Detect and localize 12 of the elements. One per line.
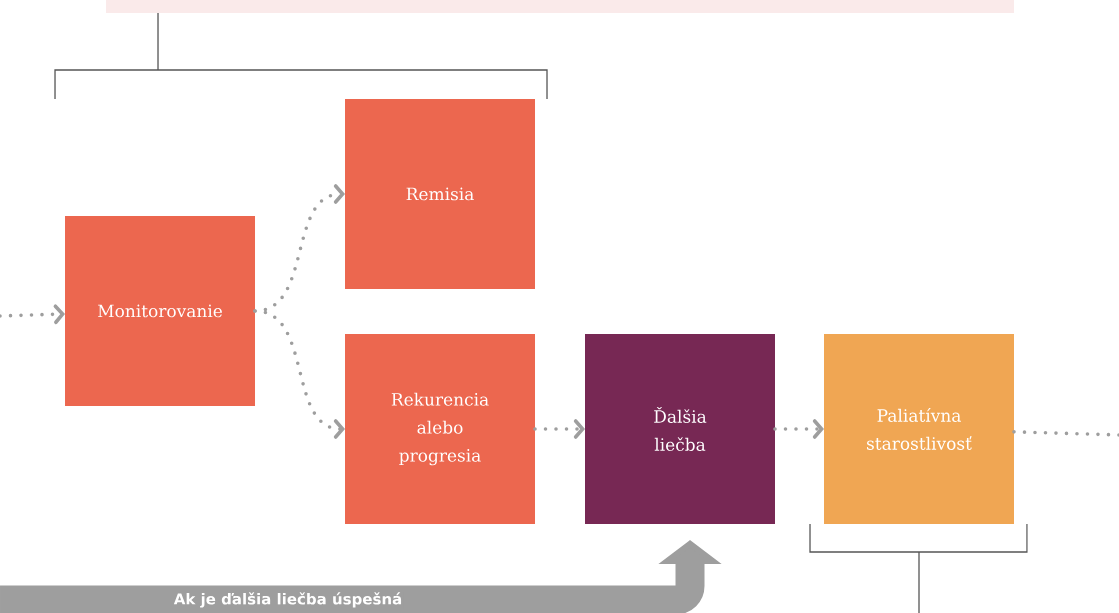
dotted-arrow bbox=[253, 309, 345, 439]
process-box: Monitorovanie bbox=[65, 216, 255, 406]
header-band bbox=[106, 0, 1014, 13]
process-box: Ďalšia liečba bbox=[585, 334, 775, 524]
process-box: Rekurencia alebo progresia bbox=[345, 334, 535, 524]
dotted-arrow bbox=[0, 304, 65, 325]
dotted-arrow bbox=[533, 419, 585, 439]
process-box: Remisia bbox=[345, 99, 535, 289]
dotted-line bbox=[1012, 430, 1119, 437]
edge-label: Ak je ďalšia liečba úspešná bbox=[172, 591, 404, 609]
dotted-arrow bbox=[773, 419, 824, 439]
process-box: Paliatívna starostlivosť bbox=[824, 334, 1014, 524]
